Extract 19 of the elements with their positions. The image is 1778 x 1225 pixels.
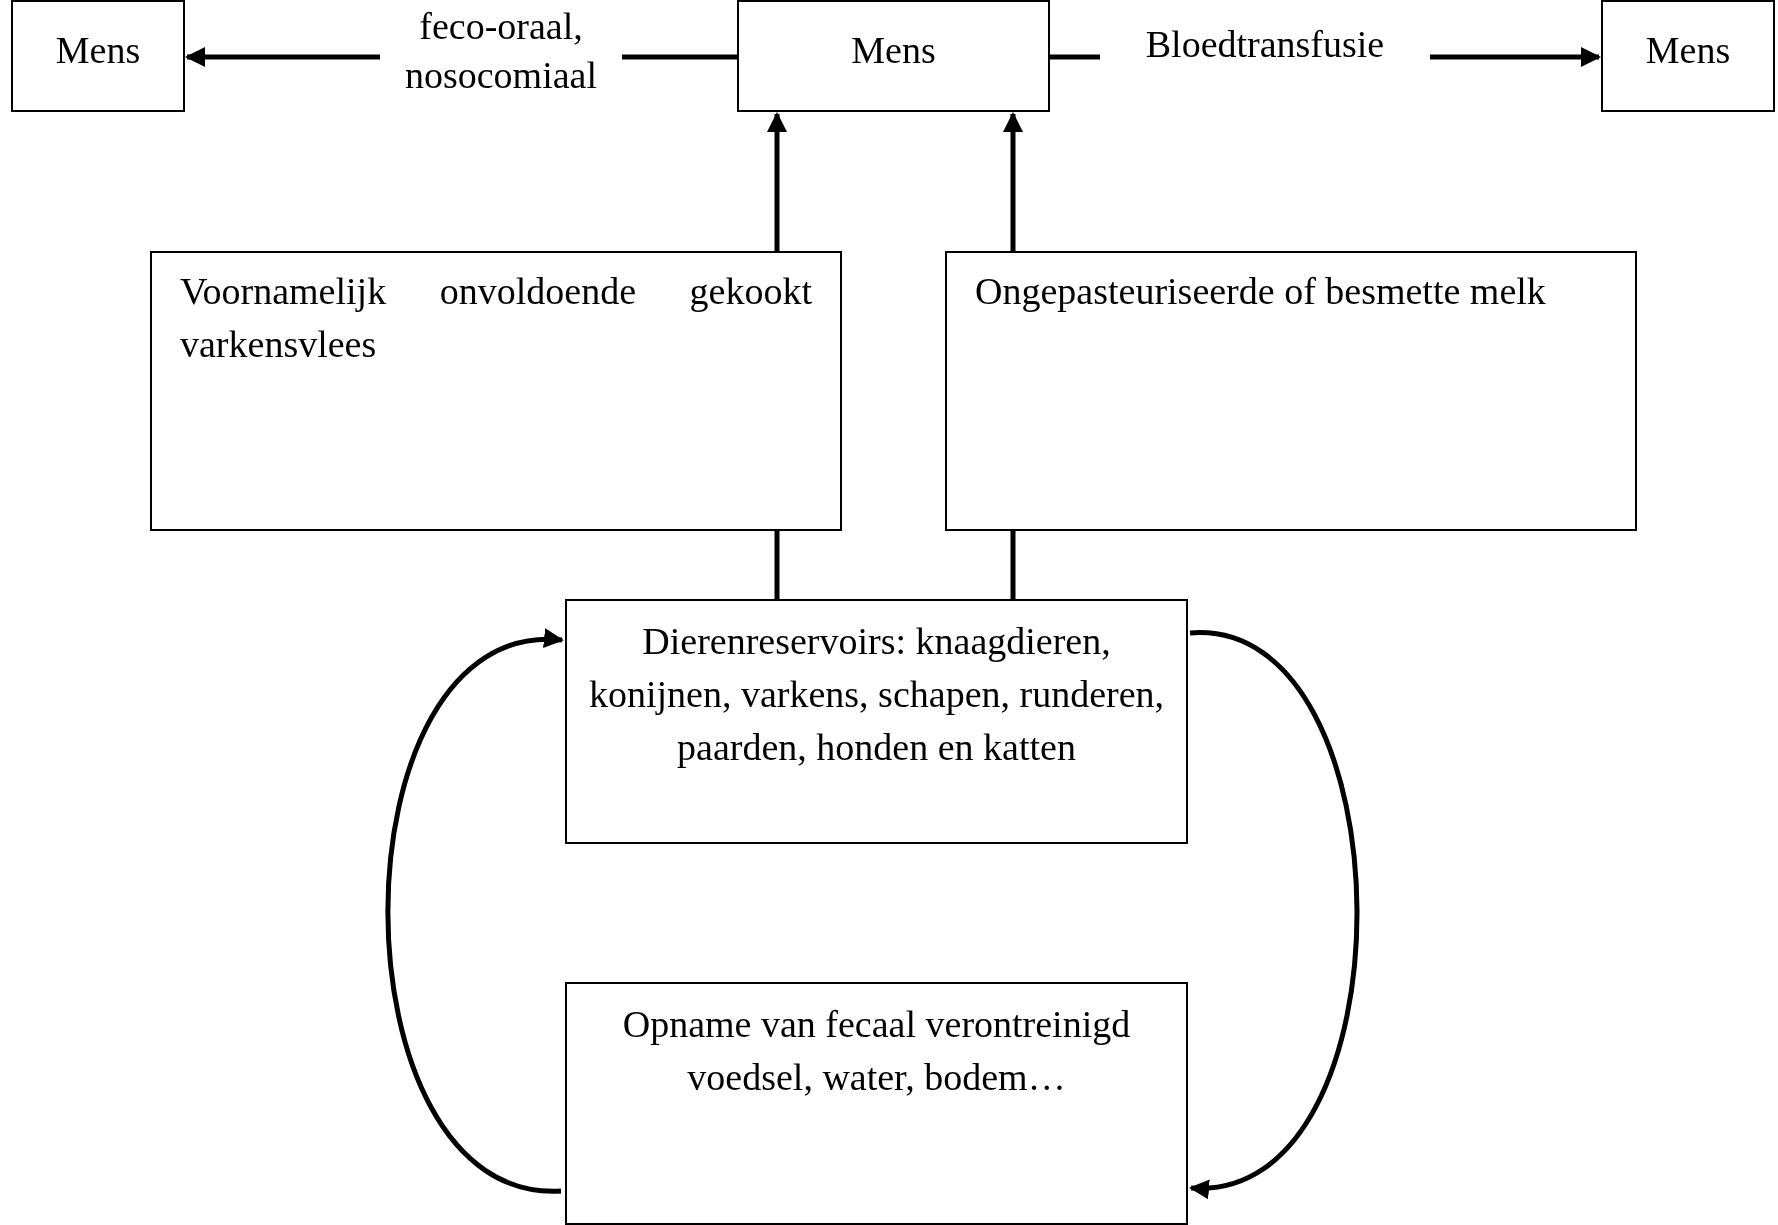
connector-line xyxy=(774,531,780,599)
box-text: Ongepasteuriseerde of besmette melk xyxy=(975,269,1547,314)
process-box xyxy=(945,251,1637,531)
process-box xyxy=(565,599,1188,844)
box-text: Opname van fecaal verontreinigd voedsel, water, bodem… xyxy=(621,1002,1132,1101)
box-text: Mens xyxy=(54,28,142,73)
box-text: Dierenreservoirs: knaagdieren, konijnen, varkens, schapen, runderen, paarden, honden en katten xyxy=(587,619,1166,771)
arrow xyxy=(1003,112,1023,251)
process-box xyxy=(1601,0,1775,112)
process-box xyxy=(737,0,1050,112)
box-text: Voornamelijk onvoldoende gekookt varkensvlees xyxy=(180,269,812,368)
connector-line xyxy=(1010,531,1016,599)
box-text: Mens xyxy=(850,28,937,73)
process-box xyxy=(150,251,842,531)
process-box xyxy=(565,982,1188,1225)
arrow xyxy=(767,112,787,251)
process-box xyxy=(11,0,185,112)
arrow xyxy=(1189,630,1360,1196)
box-text: Mens xyxy=(1644,28,1732,73)
